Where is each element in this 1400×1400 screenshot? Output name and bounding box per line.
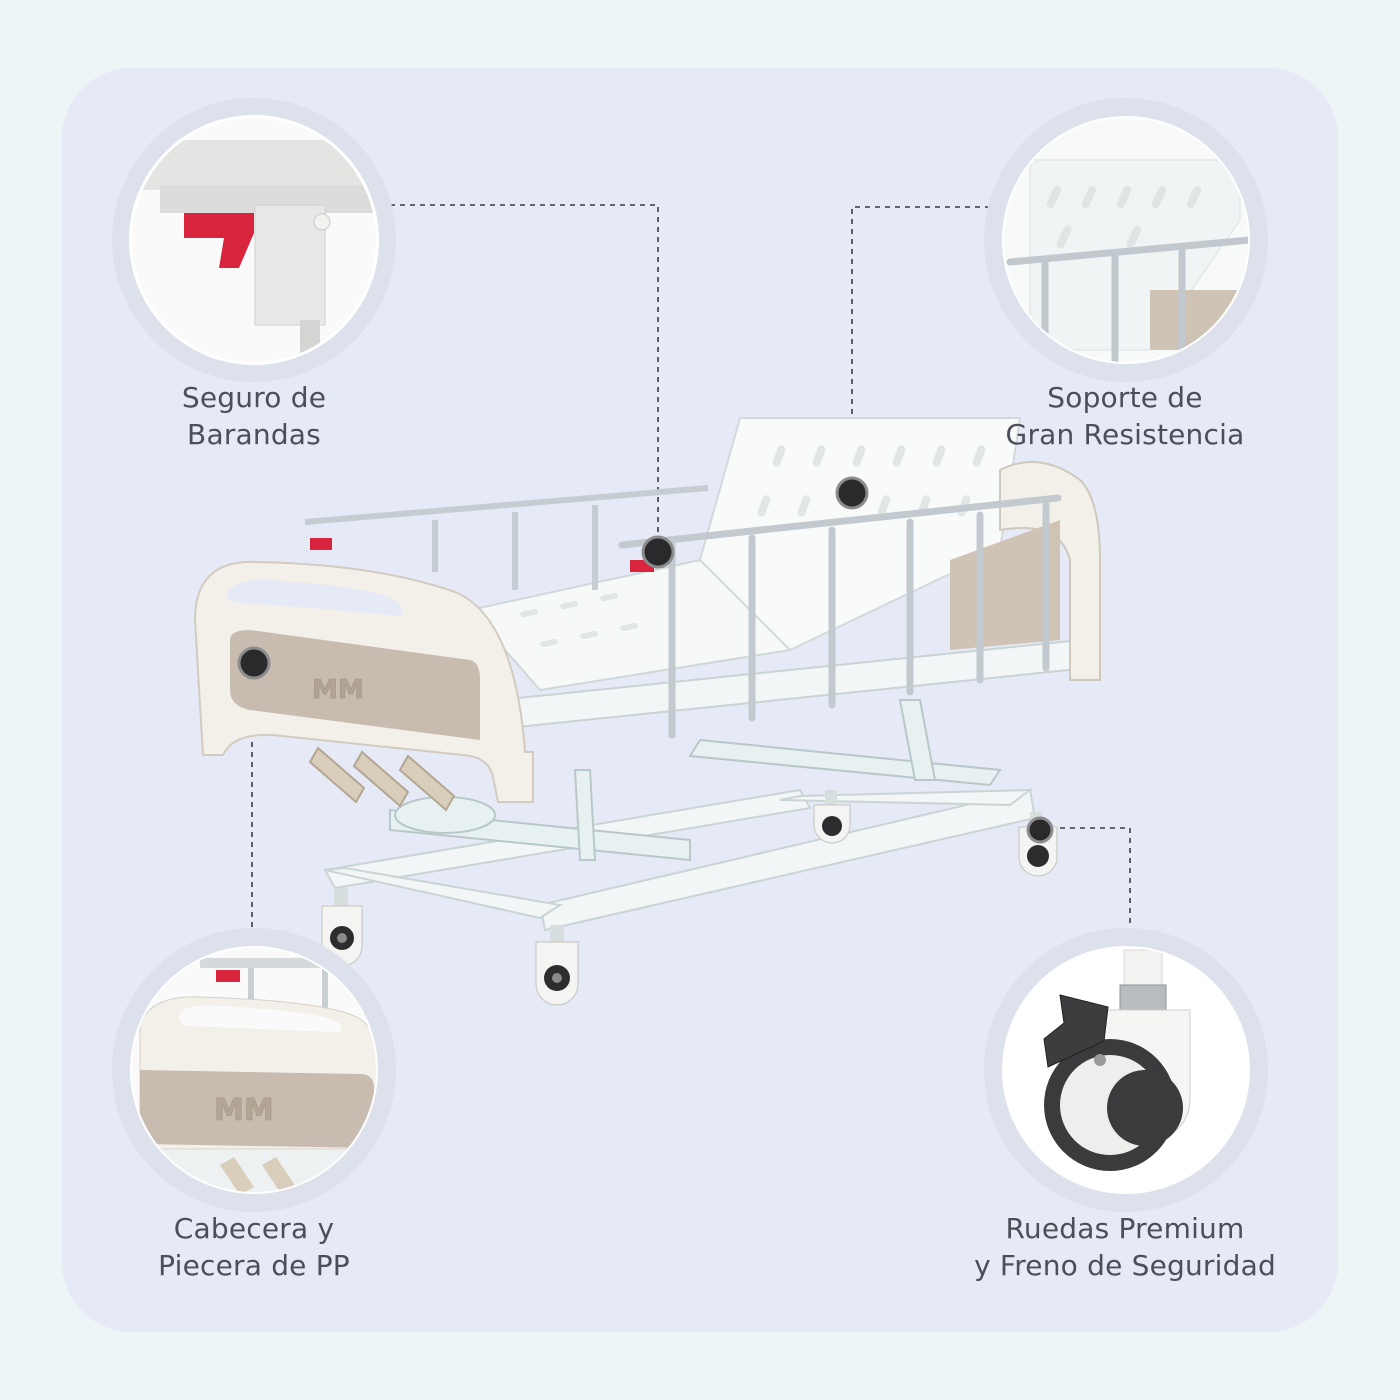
casters <box>321 790 1058 1006</box>
caption-wheels-line1: Ruedas Premium <box>1005 1212 1245 1245</box>
caption-rail-lock-line2: Barandas <box>187 418 321 451</box>
caption-headboard-line2: Piecera de PP <box>158 1249 350 1282</box>
connector-wheels <box>1040 827 1131 958</box>
detail-circle-support <box>984 98 1268 382</box>
caption-support: Soporte de Gran Resistencia <box>945 379 1305 453</box>
marker-dots <box>237 476 1054 844</box>
caption-support-line2: Gran Resistencia <box>1005 418 1245 451</box>
detail-circle-wheels <box>984 928 1268 1212</box>
hospital-bed: MM <box>193 417 1101 1006</box>
caster-front-right <box>535 925 579 1006</box>
zoom-logo: MM <box>214 1093 274 1128</box>
side-rail-front <box>618 494 1062 739</box>
detail-circle-headboard: MM <box>112 928 396 1212</box>
caption-wheels-line2: y Freno de Seguridad <box>974 1249 1276 1282</box>
bed-logo: MM <box>312 675 364 705</box>
connector-lines <box>251 204 1131 958</box>
caster-front-left <box>321 888 363 967</box>
lift-mechanism <box>389 699 1002 862</box>
crank-handles <box>308 746 456 812</box>
caption-rail-lock: Seguro de Barandas <box>74 379 434 453</box>
caster-back-left <box>813 790 851 844</box>
caption-wheels: Ruedas Premium y Freno de Seguridad <box>945 1210 1305 1284</box>
caption-headboard-line1: Cabecera y <box>173 1212 335 1245</box>
side-rail-back <box>304 485 709 590</box>
caption-headboard: Cabecera y Piecera de PP <box>74 1210 434 1284</box>
rail-lock-red-back <box>310 538 332 550</box>
connector-rail-lock <box>380 204 659 548</box>
caption-support-line1: Soporte de <box>1047 381 1203 414</box>
caption-rail-lock-line1: Seguro de <box>181 381 327 414</box>
detail-circle-rail-lock <box>112 98 396 382</box>
